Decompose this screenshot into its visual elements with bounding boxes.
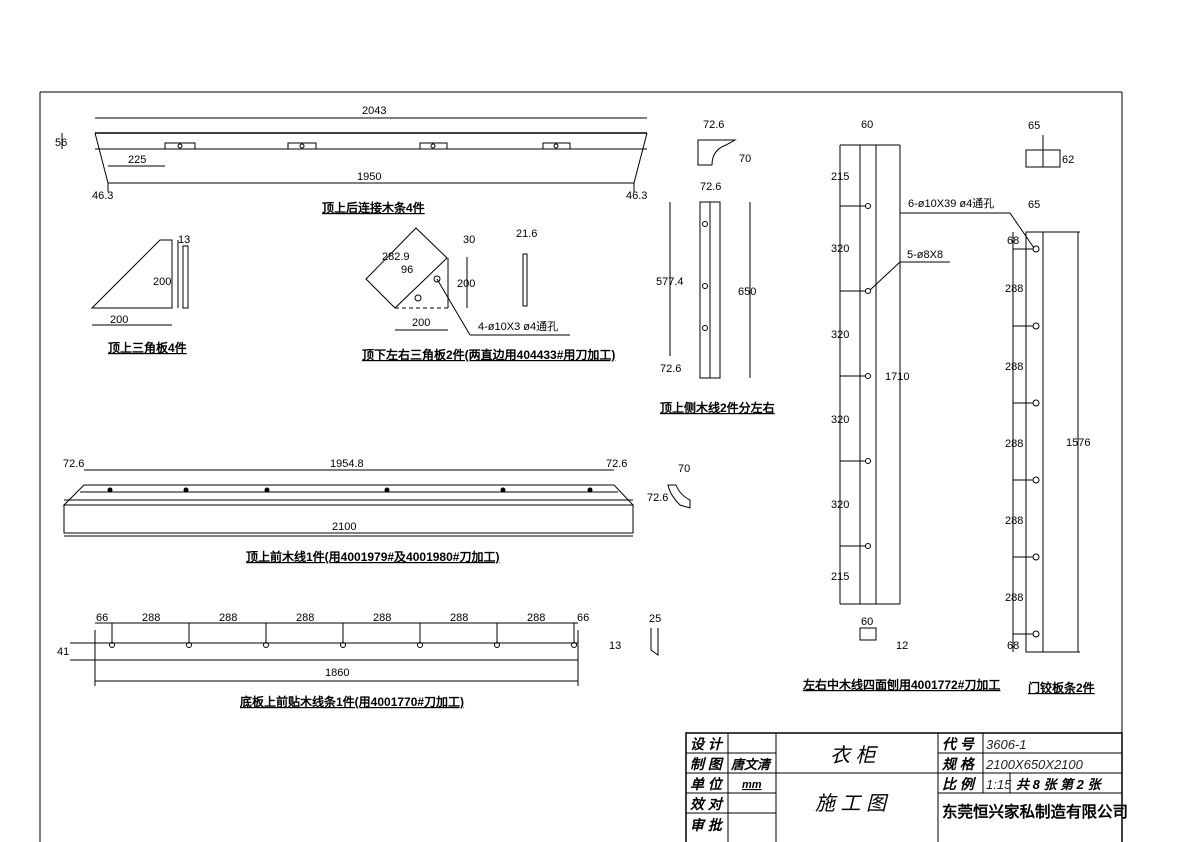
dim-288-3: 288 — [1005, 438, 1023, 450]
dim-46-left: 46.3 — [92, 190, 113, 202]
drawing-type: 施 工 图 — [815, 793, 889, 815]
front-molding-drawing: 72.6 1954.8 72.6 2100 70 72.6 顶上前木线1件(用4… — [62, 458, 691, 564]
dim-68-bottom: 68 — [1007, 640, 1019, 652]
dim-215-bottom: 215 — [831, 571, 849, 583]
dim-215-top: 215 — [831, 171, 849, 183]
dim-62: 62 — [1062, 154, 1074, 166]
drawn-by: 唐文清 — [730, 757, 772, 772]
title-block: 设 计 制 图 唐文清 单 位 mm 效 对 审 批 衣 柜 施 工 图 代 号… — [685, 732, 1128, 842]
dim-1954-8: 1954.8 — [330, 458, 364, 470]
dim-72-6-top: 72.6 — [703, 119, 724, 131]
rear-strip-drawing: 2043 56 225 1950 46.3 46.3 顶上后连接木条4件 — [55, 105, 648, 215]
dim-70: 70 — [678, 463, 690, 475]
dim-1860: 1860 — [325, 667, 349, 679]
dim-72-6-mid: 72.6 — [700, 181, 721, 193]
company-name: 东莞恒兴家私制造有限公司 — [942, 802, 1128, 821]
dim-288-5: 288 — [450, 612, 468, 624]
scale-value: 1:15 — [986, 777, 1012, 792]
dim-72-6-profile: 72.6 — [647, 492, 668, 504]
dim-320-1: 320 — [831, 243, 849, 255]
dim-21-6: 21.6 — [516, 228, 537, 240]
dim-70: 70 — [739, 153, 751, 165]
unit-label: 单 位 — [690, 776, 724, 792]
dim-96: 96 — [401, 264, 413, 276]
code-label: 代 号 — [942, 736, 975, 752]
hole-note: 4-ø10X3 ø4通孔 — [478, 320, 558, 333]
bottom-strip-caption: 底板上前贴木线条1件(用4001770#刀加工) — [240, 694, 464, 709]
dim-2043: 2043 — [362, 105, 386, 117]
dim-72-6-bottom: 72.6 — [660, 363, 681, 375]
dim-320-4: 320 — [831, 499, 849, 511]
dim-30: 30 — [463, 234, 475, 246]
dim-72-6-right: 72.6 — [606, 458, 627, 470]
dim-2100: 2100 — [332, 521, 356, 533]
dim-56: 56 — [55, 137, 67, 149]
dim-60-bottom: 60 — [861, 616, 873, 628]
dim-13: 13 — [178, 234, 190, 246]
dim-68-top: 68 — [1007, 235, 1019, 247]
dim-288-4: 288 — [373, 612, 391, 624]
dim-577-4: 577.4 — [656, 276, 684, 288]
bottom-strip-drawing: 66 288 288 288 288 288 288 66 41 13 1860… — [57, 612, 661, 709]
unit-value: mm — [742, 779, 762, 791]
dim-1710: 1710 — [885, 371, 909, 383]
side-molding-drawing: 72.6 70 72.6 577.4 650 72.6 顶上侧木线2件分左右 — [656, 119, 775, 415]
dim-200-v: 200 — [457, 278, 475, 290]
rear-strip-caption: 顶上后连接木条4件 — [322, 200, 425, 215]
dim-288-2: 288 — [219, 612, 237, 624]
side-molding-caption: 顶上侧木线2件分左右 — [660, 400, 775, 415]
top-triangle-drawing: 13 200 200 顶上三角板4件 — [90, 234, 190, 355]
hinge-strip-caption: 门铰板条2件 — [1028, 680, 1095, 695]
dim-288-2: 288 — [1005, 361, 1023, 373]
approve-label: 审 批 — [690, 817, 724, 833]
dim-200-h: 200 — [110, 314, 128, 326]
hole-note-5: 5-ø8X8 — [907, 249, 943, 261]
dim-288-5: 288 — [1005, 592, 1023, 604]
drawn-label: 制 图 — [690, 756, 724, 772]
dim-60-top: 60 — [861, 119, 873, 131]
dim-200-h: 200 — [412, 317, 430, 329]
dim-65-top: 65 — [1028, 120, 1040, 132]
dim-66-left: 66 — [96, 612, 108, 624]
check-label: 效 对 — [690, 796, 724, 812]
drawing-frame — [39, 91, 1123, 842]
dim-200-v: 200 — [153, 276, 171, 288]
top-triangle-caption: 顶上三角板4件 — [108, 340, 187, 355]
spec-label: 规 格 — [941, 756, 976, 772]
dim-650: 650 — [738, 286, 756, 298]
hole-note-6: 6-ø10X39 ø4通孔 — [908, 197, 994, 210]
dim-288-3: 288 — [296, 612, 314, 624]
dim-320-3: 320 — [831, 414, 849, 426]
dim-288-1: 288 — [1005, 283, 1023, 295]
product-name: 衣 柜 — [830, 745, 879, 767]
lr-triangle-caption: 顶下左右三角板2件(两直边用404433#用刀加工) — [362, 347, 615, 362]
dim-13: 13 — [609, 640, 621, 652]
dim-288-1: 288 — [142, 612, 160, 624]
dim-282-9: 282.9 — [382, 251, 410, 263]
dim-66-right: 66 — [577, 612, 589, 624]
dim-72-6-left: 72.6 — [63, 458, 84, 470]
code-value: 3606-1 — [986, 737, 1026, 752]
design-label: 设 计 — [690, 736, 724, 752]
sheet-count: 共 8 张 第 2 张 — [1016, 777, 1103, 792]
dim-320-2: 320 — [831, 329, 849, 341]
hinge-strip-drawing: 65 62 65 68 288 288 288 288 288 68 1576 … — [908, 120, 1095, 695]
dim-65-mid: 65 — [1028, 199, 1040, 211]
dim-12: 12 — [896, 640, 908, 652]
dim-1950: 1950 — [357, 171, 381, 183]
spec-value: 2100X650X2100 — [985, 757, 1084, 772]
dim-46-right: 46.3 — [626, 190, 647, 202]
dim-25: 25 — [649, 613, 661, 625]
lr-triangle-drawing: 282.9 96 30 200 200 21.6 4-ø10X3 ø4通孔 顶下… — [362, 227, 615, 362]
dim-288-6: 288 — [527, 612, 545, 624]
scale-label: 比 例 — [942, 776, 977, 792]
dim-225: 225 — [128, 154, 146, 166]
dim-288-4: 288 — [1005, 515, 1023, 527]
dim-41: 41 — [57, 646, 69, 658]
middle-molding-caption: 左右中木线四面刨用4001772#刀加工 — [802, 677, 1000, 692]
front-molding-caption: 顶上前木线1件(用4001979#及4001980#刀加工) — [246, 549, 499, 564]
middle-molding-drawing: 60 215 320 320 320 320 215 1710 60 12 5-… — [802, 119, 1035, 692]
dim-1576: 1576 — [1066, 437, 1090, 449]
